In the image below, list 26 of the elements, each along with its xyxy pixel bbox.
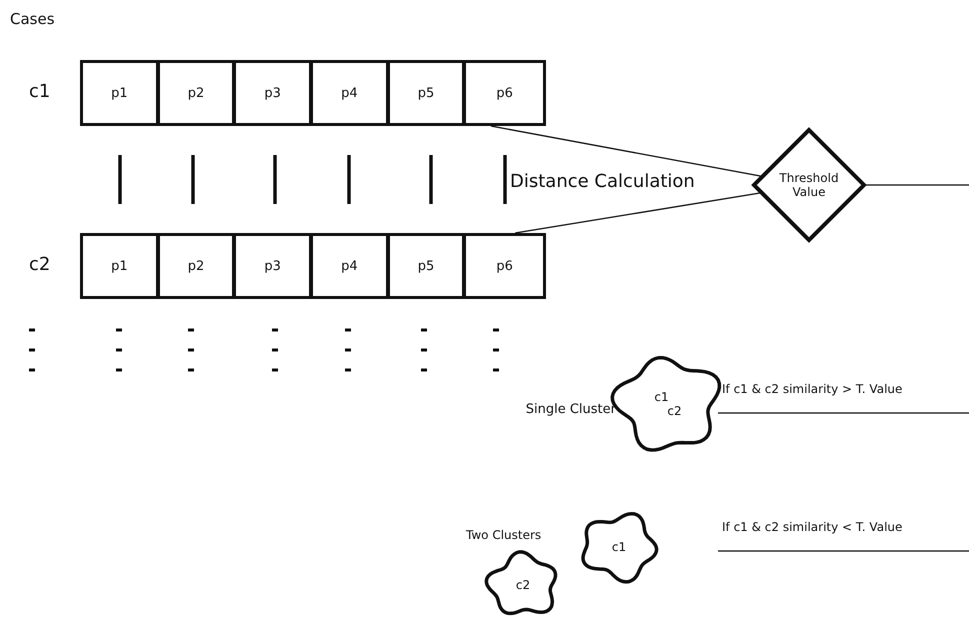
attribute-cell: p5 bbox=[390, 236, 466, 296]
attribute-cell: p2 bbox=[160, 236, 236, 296]
case-label: c2 bbox=[29, 254, 50, 275]
attribute-cell: p6 bbox=[466, 236, 543, 296]
cluster-caption: Single Cluster bbox=[526, 402, 616, 417]
attribute-cell: p5 bbox=[390, 63, 466, 123]
condition-text: If c1 & c2 similarity < T. Value bbox=[722, 520, 902, 534]
attribute-cell: p1 bbox=[83, 236, 160, 296]
attribute-cell: p4 bbox=[313, 63, 390, 123]
condition-text: If c1 & c2 similarity > T. Value bbox=[722, 382, 902, 396]
process-label: Distance Calculation bbox=[510, 171, 695, 192]
connector-line bbox=[515, 192, 760, 234]
attribute-cell: p4 bbox=[313, 236, 390, 296]
attribute-cell: p3 bbox=[236, 236, 313, 296]
decision-diamond: Threshold Value bbox=[752, 128, 866, 242]
attribute-cell: p1 bbox=[83, 63, 160, 123]
attribute-cell: p3 bbox=[236, 63, 313, 123]
cluster-caption: Two Clusters bbox=[466, 528, 542, 542]
section-heading: Cases bbox=[10, 10, 55, 28]
node-label: c1 bbox=[654, 390, 669, 404]
connector-line bbox=[866, 184, 969, 186]
attribute-cell: p2 bbox=[160, 63, 236, 123]
case-label: c1 bbox=[29, 81, 50, 102]
connector-line bbox=[490, 125, 762, 177]
node-label: c2 bbox=[667, 404, 682, 418]
attribute-cell: p6 bbox=[466, 63, 543, 123]
